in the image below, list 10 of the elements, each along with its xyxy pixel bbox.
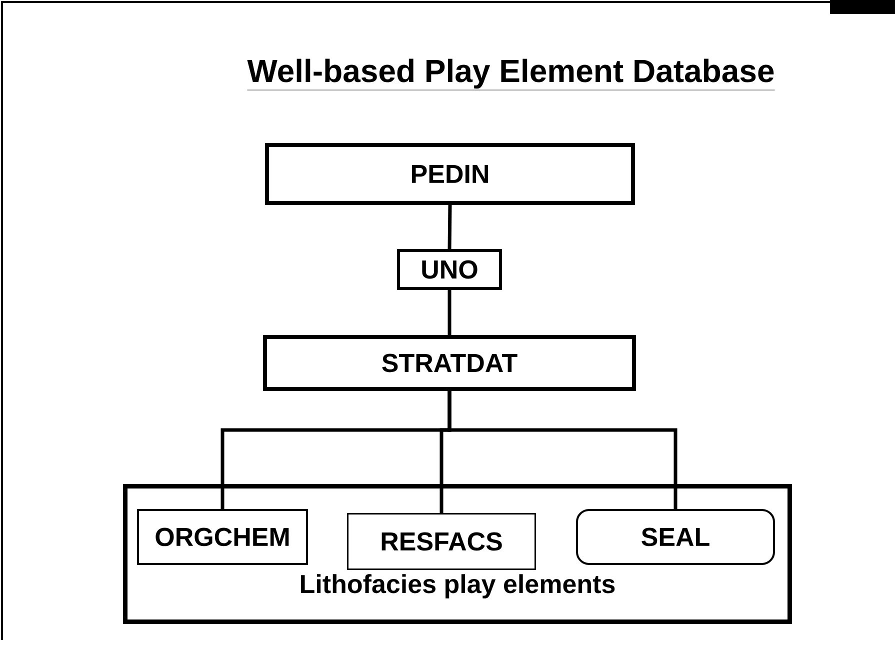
connector-line xyxy=(448,290,452,335)
title: Well-based Play Element Database xyxy=(247,58,775,90)
process-box: ORGCHEM xyxy=(137,508,308,565)
process-box: PEDIN xyxy=(265,143,635,205)
connector-line xyxy=(448,204,452,249)
process-box: UNO xyxy=(397,249,502,290)
process-box: STRATDAT xyxy=(263,335,636,391)
connector-line xyxy=(448,391,678,509)
process-box: RESFACS xyxy=(347,513,536,570)
rounded-box: SEAL xyxy=(576,508,775,565)
